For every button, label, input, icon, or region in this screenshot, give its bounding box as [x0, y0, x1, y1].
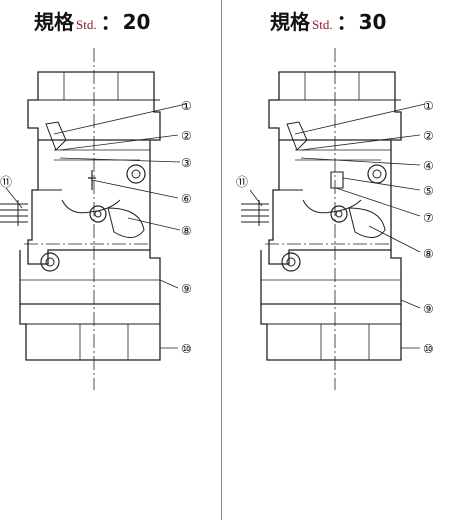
title-value: 30 [358, 10, 387, 34]
title-std: Std. [312, 17, 333, 32]
label-6: ⑥ [181, 192, 192, 206]
leader-8 [368, 225, 421, 253]
title-kanji: 規格 [270, 10, 310, 34]
leader-4 [300, 157, 421, 166]
label-11: ⑪ [236, 175, 248, 189]
leader-6 [91, 179, 179, 199]
label-4: ④ [423, 159, 434, 173]
leader-11 [5, 187, 23, 209]
valve-body-drawing [0, 47, 161, 391]
diagram-std-20: ① ② ③ ⑥ ⑧ ⑨ ⑩ ⑪ [0, 47, 192, 391]
label-1: ① [181, 99, 192, 113]
leader-9 [400, 299, 421, 309]
title-colon: ： [100, 10, 121, 34]
leader-5 [342, 177, 421, 191]
leader-11 [249, 189, 263, 207]
leader-2 [59, 134, 179, 151]
label-11: ⑪ [0, 175, 12, 189]
leader-9 [159, 279, 179, 289]
label-8: ⑧ [181, 224, 192, 238]
label-7: ⑦ [423, 211, 434, 225]
leader-3 [59, 157, 181, 163]
label-2: ② [181, 129, 192, 143]
label-10: ⑩ [181, 342, 192, 356]
title-colon: ： [336, 10, 357, 34]
label-1: ① [423, 99, 434, 113]
label-8: ⑧ [423, 247, 434, 261]
label-9: ⑨ [181, 282, 192, 296]
title-value: 20 [122, 10, 151, 34]
label-9: ⑨ [423, 302, 434, 316]
leader-8 [127, 217, 181, 231]
leader-1 [294, 103, 426, 135]
label-3: ③ [181, 156, 192, 170]
label-2: ② [423, 129, 434, 143]
label-10: ⑩ [423, 342, 434, 356]
panel-divider [221, 0, 222, 520]
title-kanji: 規格 [34, 10, 74, 34]
leader-7 [335, 187, 421, 217]
valve-body-drawing [240, 47, 402, 391]
diagram-std-30: ① ② ④ ⑤ ⑦ ⑧ ⑨ ⑩ ⑪ [236, 47, 434, 391]
label-5: ⑤ [423, 184, 434, 198]
leader-2 [300, 134, 421, 151]
title-std: Std. [76, 17, 97, 32]
leader-1 [53, 103, 187, 135]
